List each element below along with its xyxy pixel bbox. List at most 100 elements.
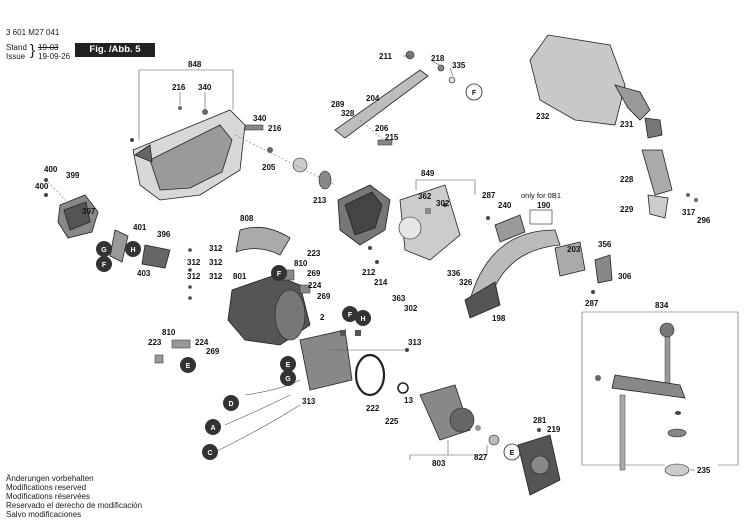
connector-a-icon: [205, 419, 221, 435]
figure-label: Fig. /Abb. 5: [75, 43, 155, 57]
part-269a: 269: [206, 347, 220, 356]
part-312a: 312: [209, 244, 223, 253]
doc-number: 3 601 M27 041: [6, 28, 60, 37]
part-810: 810: [294, 259, 308, 268]
part-224: 224: [308, 281, 322, 290]
part-400: 400: [44, 165, 58, 174]
part-312e: 312: [209, 272, 223, 281]
part-289: 289: [331, 100, 345, 109]
part-240: 240: [498, 201, 512, 210]
upper-blade-guard-drawing: [130, 69, 246, 201]
part-312b: 312: [187, 258, 201, 267]
motor-housing-drawing: [154, 226, 311, 364]
part-287b: 287: [585, 299, 599, 308]
part-198: 198: [492, 314, 506, 323]
part-340: 340: [198, 83, 212, 92]
part-397: 397: [82, 207, 96, 216]
part-313b: 313: [302, 397, 316, 406]
part-224a: 224: [195, 338, 209, 347]
part-205: 205: [262, 163, 276, 172]
connector-g-stator-icon: [280, 370, 296, 386]
part-281: 281: [533, 416, 547, 425]
connector-f-motor-letter: F: [277, 271, 282, 278]
part-803: 803: [432, 459, 446, 468]
part-401: 401: [133, 223, 147, 232]
part-216b: 216: [268, 124, 282, 133]
part-269c: 269: [317, 292, 331, 301]
part-399: 399: [66, 171, 80, 180]
stand-value: 19-03: [38, 43, 59, 52]
part-206: 206: [375, 124, 389, 133]
connector-e-stator-icon: [280, 356, 296, 372]
part-403: 403: [137, 269, 151, 278]
connector-c-icon: [202, 444, 218, 460]
part-326: 326: [459, 278, 473, 287]
part-216: 216: [172, 83, 186, 92]
part-211: 211: [379, 52, 392, 61]
part-312c: 312: [209, 258, 223, 267]
connector-h-letter: H: [130, 247, 135, 254]
part-228: 228: [620, 175, 634, 184]
footer-line-3: Modifications réservées: [6, 492, 91, 501]
part-218: 218: [431, 54, 445, 63]
footer-line-1: Änderungen vorbehalten: [6, 474, 94, 483]
connector-f-top-letter: F: [472, 90, 477, 97]
issue-value: 19-09-26: [38, 52, 71, 61]
connector-f-icon: [96, 256, 112, 272]
connector-e-armature-letter: E: [510, 450, 515, 457]
part-231: 231: [620, 120, 634, 129]
part-190: 190: [537, 201, 551, 210]
clamp-assembly-drawing: [581, 311, 739, 477]
connector-a-letter: A: [210, 425, 215, 432]
arbor-hardware-drawing: [234, 124, 336, 190]
part-363: 363: [392, 294, 406, 303]
connector-e-motor-icon: [180, 357, 196, 373]
part-225: 225: [385, 417, 399, 426]
dust-bag-assembly-drawing: [529, 34, 698, 219]
part-302b: 302: [404, 304, 418, 313]
connector-f-motor-icon: [271, 265, 287, 281]
part-801: 801: [233, 272, 247, 281]
connector-d-icon: [223, 395, 239, 411]
part-313a: 313: [408, 338, 422, 347]
only-for-note: only for 0B1: [521, 191, 561, 200]
gear-housing-drawing: [517, 428, 561, 496]
issue-label: Issue: [6, 52, 26, 61]
handle-lever-drawing: [334, 50, 456, 146]
part-396: 396: [157, 230, 171, 239]
part-317: 317: [682, 208, 696, 217]
part-212: 212: [362, 268, 376, 277]
connector-e-motor-letter: E: [186, 363, 191, 370]
part-2: 2: [320, 313, 325, 322]
footer-line-4: Reservado el derecho de modificación: [6, 501, 143, 510]
connector-f-top-icon: [465, 83, 483, 101]
stator-and-wiring-drawing: [214, 329, 409, 453]
brace-glyph: }: [30, 42, 36, 59]
part-235: 235: [697, 466, 711, 475]
part-214: 214: [374, 278, 388, 287]
footer-line-2: Modifications reserved: [6, 483, 87, 492]
connector-g-icon: [96, 241, 112, 257]
part-336: 336: [447, 269, 461, 278]
connector-h-stator-letter: H: [360, 316, 365, 323]
part-356: 356: [598, 240, 612, 249]
part-13: 13: [404, 396, 413, 405]
part-215: 215: [385, 133, 399, 142]
connector-h-icon: [125, 241, 141, 257]
part-287a: 287: [482, 191, 496, 200]
part-362: 362: [418, 192, 432, 201]
part-849: 849: [421, 169, 435, 178]
connector-f-stator-letter: F: [348, 312, 353, 319]
connector-d-letter: D: [228, 401, 233, 408]
fixed-guard-drawing: [464, 209, 613, 319]
part-219: 219: [547, 425, 561, 434]
part-302a: 302: [436, 199, 450, 208]
connector-h-stator-icon: [355, 310, 371, 326]
part-203: 203: [567, 245, 581, 254]
part-335: 335: [452, 61, 466, 70]
part-213: 213: [313, 196, 327, 205]
part-827: 827: [474, 453, 488, 462]
footer-line-5: Salvo modificaciones: [6, 510, 82, 519]
